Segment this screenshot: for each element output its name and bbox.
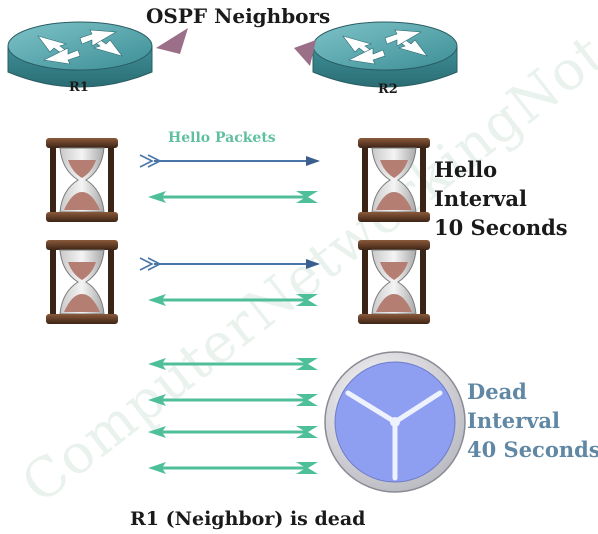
link-wedge-left — [156, 28, 188, 54]
hourglass-icon-r1-top — [45, 137, 119, 223]
router-r1-icon — [7, 21, 153, 88]
hello-interval-line3: 10 Seconds — [434, 215, 568, 240]
router-r1-label: R1 — [69, 80, 89, 95]
dead-neighbor-caption: R1 (Neighbor) is dead — [130, 508, 366, 530]
clock-icon — [324, 351, 466, 493]
router-r2-icon — [312, 21, 458, 88]
dead-interval-line2: Interval — [467, 408, 561, 433]
hello-arrow-forward-1 — [139, 154, 321, 168]
hello-arrow-back-2 — [146, 292, 320, 308]
hello-interval-label: Hello Interval 10 Seconds — [434, 155, 568, 242]
dead-interval-label: Dead Interval 40 Seconds — [467, 377, 598, 464]
dead-arrow-back-1 — [146, 356, 320, 372]
dead-arrow-back-4 — [146, 460, 320, 476]
hello-arrow-back-1 — [146, 189, 320, 205]
diagram-title: OSPF Neighbors — [146, 4, 331, 28]
hourglass-icon-r2-bottom — [357, 239, 431, 325]
hello-arrow-forward-2 — [139, 257, 321, 271]
dead-arrow-back-3 — [146, 424, 320, 440]
dead-interval-line3: 40 Seconds — [467, 437, 598, 462]
hello-packets-label: Hello Packets — [168, 130, 276, 146]
hello-interval-line2: Interval — [434, 186, 528, 211]
link-wedge-right — [294, 40, 316, 66]
dead-interval-line1: Dead — [467, 379, 527, 404]
hourglass-icon-r1-bottom — [45, 239, 119, 325]
router-r2-label: R2 — [378, 82, 398, 97]
dead-arrow-back-2 — [146, 392, 320, 408]
hourglass-icon-r2-top — [357, 137, 431, 223]
hello-interval-line1: Hello — [434, 157, 498, 182]
